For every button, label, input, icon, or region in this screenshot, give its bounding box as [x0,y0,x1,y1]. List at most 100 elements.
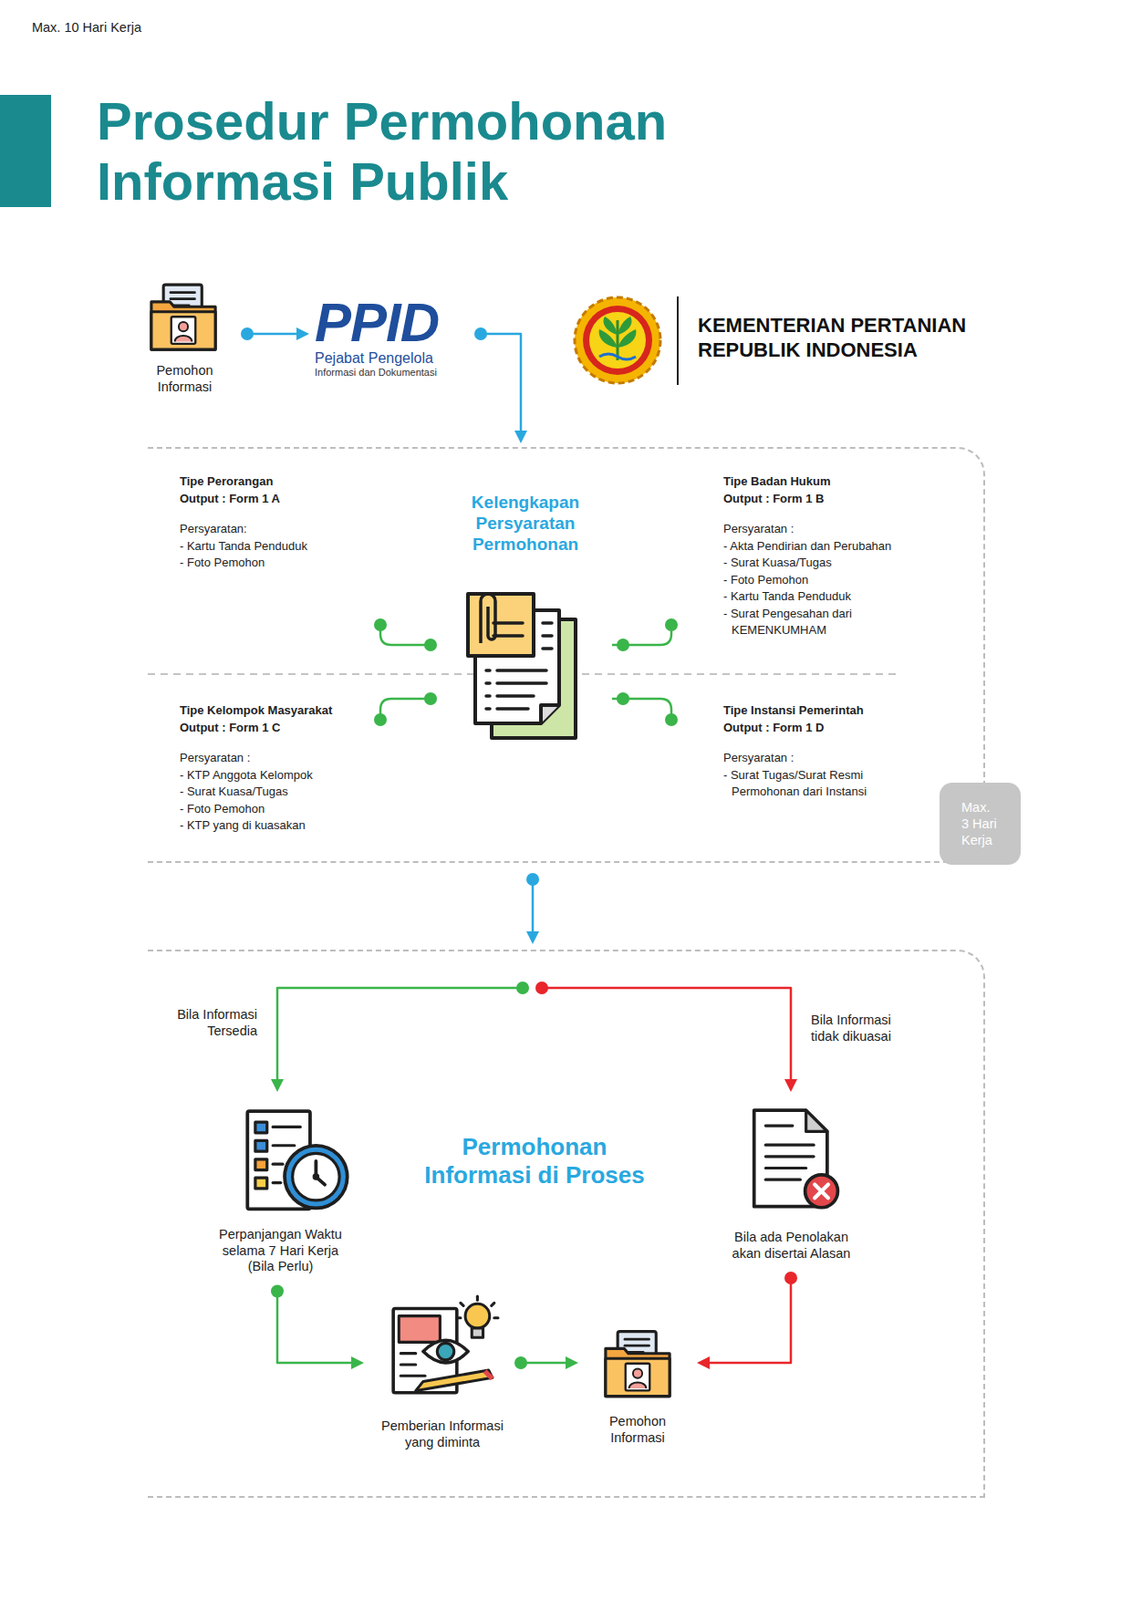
type-heading: Output : Form 1 B [723,490,893,509]
folder-icon [602,1326,674,1403]
leader-dots-part [424,638,437,652]
logo-subtitle: Informasi dan Dokumentasi [314,366,470,379]
leader-dots-part [424,692,437,706]
page-title: Prosedur Permohonan Informasi Publik [96,91,754,212]
docx-icon-part-part [814,1183,829,1198]
arrowhead [565,1356,579,1370]
badge-node: Max. 3 Hari Kerja [939,782,1021,865]
leader-dots-part [373,713,387,727]
requirements-document-icon-part-part [497,706,529,711]
give-icon-part-part [465,1303,490,1329]
requirements-document-icon-part-part [493,633,523,638]
clock-icon [241,1108,354,1216]
logo-wordmark: PPID [314,296,470,350]
requirements-document-icon-part [540,705,560,724]
region-node: Kelengkapan Persyaratan PermohonanTipe P… [147,446,986,863]
node-label: Pemberian Informasi yang diminta [369,1418,516,1451]
docx-icon-part-part [765,1125,814,1180]
requirement-text: Persyaratan : [179,749,363,768]
requirements-document-icon-part-part [493,621,523,625]
give-icon-part-part-part [400,1362,416,1366]
requirement-text: - Akta Pendirian dan Perubahan [723,538,893,556]
folder-icon-part-part [605,1348,670,1396]
type-heading: Tipe Kelompok Masyarakat [179,702,363,720]
ministry-logo-part [599,353,636,360]
folder-icon-part-part [171,316,197,344]
type-node: Tipe Instansi PemerintahOutput : Form 1 … [723,702,893,801]
ministry-logo-part [582,305,653,375]
connector-dot [784,1271,798,1285]
ministry-logo-part [574,297,661,384]
docx-icon-part-part-part [814,1183,829,1198]
folder-icon-part-part [624,1339,650,1352]
type-node: Tipe Kelompok MasyarakatOutput : Form 1 … [179,702,363,835]
give-icon-part-part-part [494,1316,499,1319]
requirement-text: - Surat Tugas/Surat Resmi Permohonan dar… [723,767,893,801]
ministry-logo-part [589,311,646,369]
docx-icon-part-part-part [765,1178,800,1182]
section-title: Kelengkapan Persyaratan Permohonan [456,491,594,555]
clock-icon-part-part [315,1161,325,1185]
requirements-document-icon-part-part [486,681,490,686]
arrowhead [514,430,528,444]
leader-dots-part [373,618,387,632]
give-icon-part-part [436,1342,454,1360]
connector [696,1271,798,1370]
ppid-node: PPIDPejabat PengelolaInformasi dan Dokum… [314,296,470,379]
type-heading: Output : Form 1 A [179,490,363,509]
connector [270,1285,364,1371]
docx-icon-part-part-part [765,1124,793,1128]
folder-icon-part-part [175,335,193,342]
docx-icon-part-part-part [765,1143,814,1147]
folder-icon-part-part [151,311,216,350]
clock-icon-part-part [255,1177,268,1189]
connector-dot [514,1356,528,1370]
requirements-document-icon-part [467,593,534,656]
requirement-text: - Surat Kuasa/Tugas [723,554,893,572]
leader-lines-part [380,698,431,720]
docx-icon-part-part-part [765,1154,814,1158]
edge-label: Bila Informasi tidak dikuasai [809,1011,914,1046]
connector-line [480,333,521,435]
requirements-document-icon-part-part [497,668,547,673]
node-label: Perpanjangan Waktu selama 7 Hari Kerja (… [207,1226,354,1276]
docx-icon-part-part-part [814,1183,829,1198]
node-label: Pemohon Informasi [136,363,233,395]
section-title: Permohonan Informasi di Proses [411,1132,658,1190]
type-heading: Output : Form 1 C [179,719,363,738]
connector [270,981,530,1092]
leader-dots-part [616,638,630,652]
requirement-text: - KTP Anggota Kelompok [179,767,363,785]
folder-icon [147,278,219,357]
arrowhead [526,931,540,945]
clock-icon-part-part [255,1159,268,1171]
node-label: Pemohon Informasi [583,1413,692,1446]
type-node: Tipe Badan HukumOutput : Form 1 BPersyar… [723,473,893,640]
give-icon [387,1293,500,1403]
ministry-logo-part [616,320,620,361]
connector-dot [516,981,530,995]
give-icon-part-part-part [456,1316,461,1319]
requirement-text: Persyaratan : [723,749,893,768]
requirement-text: - Surat Pengesahan dari KEMENKUMHAM [723,605,893,640]
give-icon-part-part-part [491,1302,495,1306]
requirement-text: Persyaratan : [723,520,893,539]
clock-icon-part-part [255,1121,268,1133]
docx-icon-part-part [805,1174,839,1208]
docx-icon-part-part [806,1110,828,1132]
requirement-text: - Foto Pemohon [179,800,363,819]
folder-icon-part-part-part [624,1338,650,1341]
folder-icon-part-part-part [170,297,196,301]
connector-dot [240,327,254,341]
icon-node: Pemohon Informasi [583,1319,692,1446]
connector-line [247,332,301,336]
give-icon-part-part [456,1296,499,1319]
connector-dot [474,327,488,341]
give-icon-part-part [400,1353,426,1377]
requirements-document-icon-part-part [497,681,547,686]
ministry-logo-part [599,329,618,348]
icon-node: Pemberian Informasi yang diminta [369,1287,516,1451]
requirements-document-icon [467,593,576,738]
folder-icon-part [602,1326,674,1403]
